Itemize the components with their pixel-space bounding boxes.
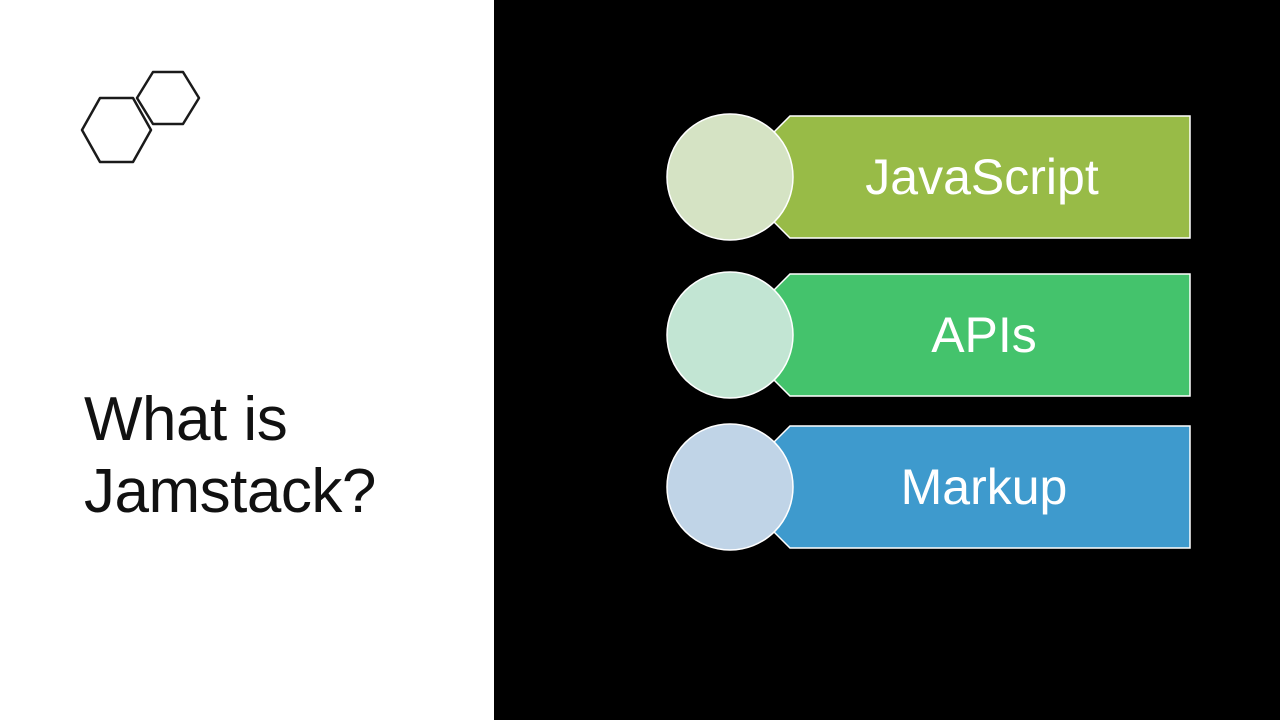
page-title: What is Jamstack? [84,384,484,528]
list-item-markup: Markup [666,423,1191,551]
right-panel: JavaScript APIs Markup [494,0,1280,720]
item-circle [666,271,794,399]
item-label: Markup [901,459,1068,515]
hexagons-icon [80,70,201,164]
stack-list: JavaScript APIs Markup [666,113,1191,551]
item-label: APIs [931,307,1037,363]
item-circle [666,423,794,551]
large-hexagon-icon [80,96,153,164]
title-line-1: What is [84,385,288,454]
small-hexagon-icon [135,70,201,126]
item-label: JavaScript [865,149,1099,205]
title-line-2: Jamstack? [84,457,376,526]
left-panel: What is Jamstack? [0,0,494,720]
item-circle [666,113,794,241]
list-item-apis: APIs [666,271,1191,399]
list-item-javascript: JavaScript [666,113,1191,241]
